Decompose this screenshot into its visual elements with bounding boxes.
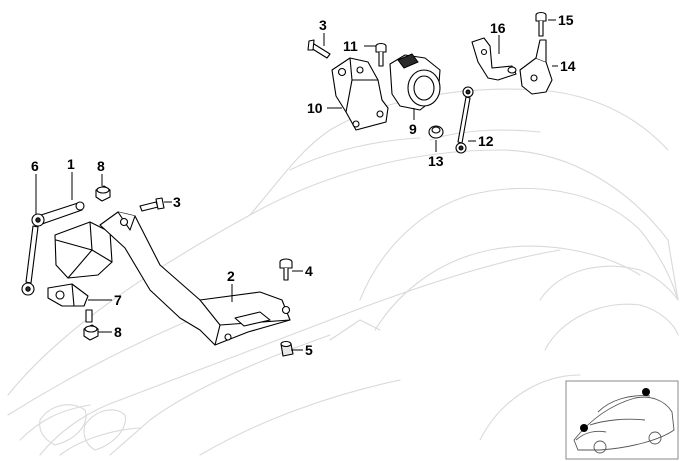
callout-16: 16: [490, 20, 506, 36]
callout-13: 13: [428, 153, 444, 169]
front-bracket: [99, 197, 294, 357]
callout-15: 15: [558, 12, 574, 28]
callout-10: 10: [307, 100, 323, 116]
callout-7: 7: [114, 292, 122, 308]
rear-level-sensor: [307, 11, 553, 154]
callout-labels: 1 8 6 3 2 4 5 7 8 3 11 10 9 13 12 14 15 …: [31, 12, 576, 358]
callout-3-rear: 3: [319, 17, 327, 33]
callout-8-top: 8: [97, 158, 105, 174]
callout-9: 9: [409, 121, 417, 137]
leader-lines: [35, 19, 558, 351]
callout-2: 2: [227, 268, 235, 284]
callout-1: 1: [67, 156, 75, 172]
front-sensor-location-dot: [580, 424, 588, 432]
rear-sensor-location-dot: [642, 388, 650, 396]
callout-5: 5: [305, 342, 313, 358]
callout-11: 11: [343, 38, 358, 54]
callout-8-bottom: 8: [114, 324, 122, 340]
callout-12: 12: [478, 133, 494, 149]
callout-6: 6: [31, 158, 39, 174]
location-thumbnail: [565, 380, 679, 460]
callout-14: 14: [560, 58, 576, 74]
callout-4: 4: [305, 263, 313, 279]
callout-3-front: 3: [173, 194, 181, 210]
front-level-sensor: [21, 185, 113, 341]
